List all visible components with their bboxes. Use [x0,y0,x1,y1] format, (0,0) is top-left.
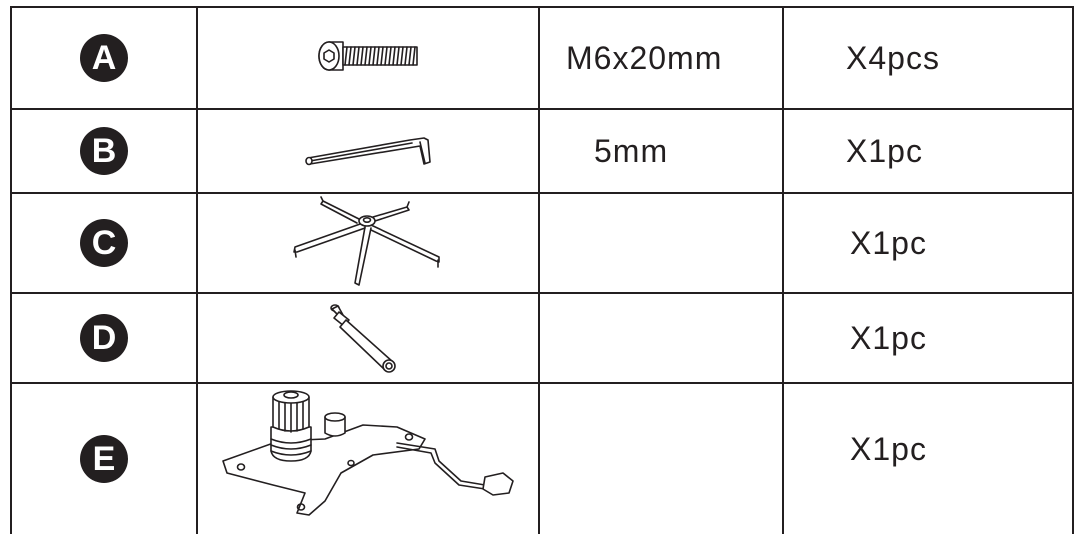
table-row: E [12,384,196,534]
part-qty-cell: X4pcs [846,8,1072,108]
part-quantity: X1pc [850,224,927,261]
tilt-mechanism-icon [222,390,514,516]
column-divider [196,6,198,534]
row-divider [10,108,1074,110]
screw-icon [318,41,418,71]
row-divider [10,192,1074,194]
part-size: 5mm [594,132,669,169]
part-drawing-cell [198,110,538,192]
column-divider [782,6,784,534]
part-quantity: X1pc [850,430,927,467]
hex-key-icon [305,137,431,166]
column-divider [538,6,540,534]
row-divider [10,292,1074,294]
table-border-left [10,6,12,534]
table-row: A [12,8,196,108]
table-border-top [10,6,1074,8]
part-quantity: X1pc [846,132,923,169]
table-row: D [12,294,196,382]
parts-table: A M6x20mm X4pcs B [10,6,1074,534]
part-letter-badge: B [80,127,128,175]
part-qty-cell: X1pc [850,294,1072,382]
part-drawing-cell [198,194,538,292]
part-qty-cell: X1pc [850,194,1072,292]
part-drawing-cell [198,384,538,534]
gas-lift-icon [330,304,396,373]
part-qty-cell: X1pc [846,110,1072,192]
part-drawing-cell [198,294,538,382]
part-size-cell: M6x20mm [566,8,782,108]
part-drawing-cell [198,8,538,108]
part-qty-cell: X1pc [850,384,1072,514]
part-letter-badge: E [80,435,128,483]
part-quantity: X1pc [850,319,927,356]
part-size: M6x20mm [566,39,723,76]
part-size-cell: 5mm [594,110,782,192]
row-divider [10,382,1074,384]
part-letter-badge: C [80,219,128,267]
table-row: B [12,110,196,192]
part-letter-badge: A [80,34,128,82]
table-border-right [1072,6,1074,534]
chair-base-icon [293,196,440,286]
table-row: C [12,194,196,292]
part-quantity: X4pcs [846,39,940,76]
part-letter-badge: D [80,314,128,362]
